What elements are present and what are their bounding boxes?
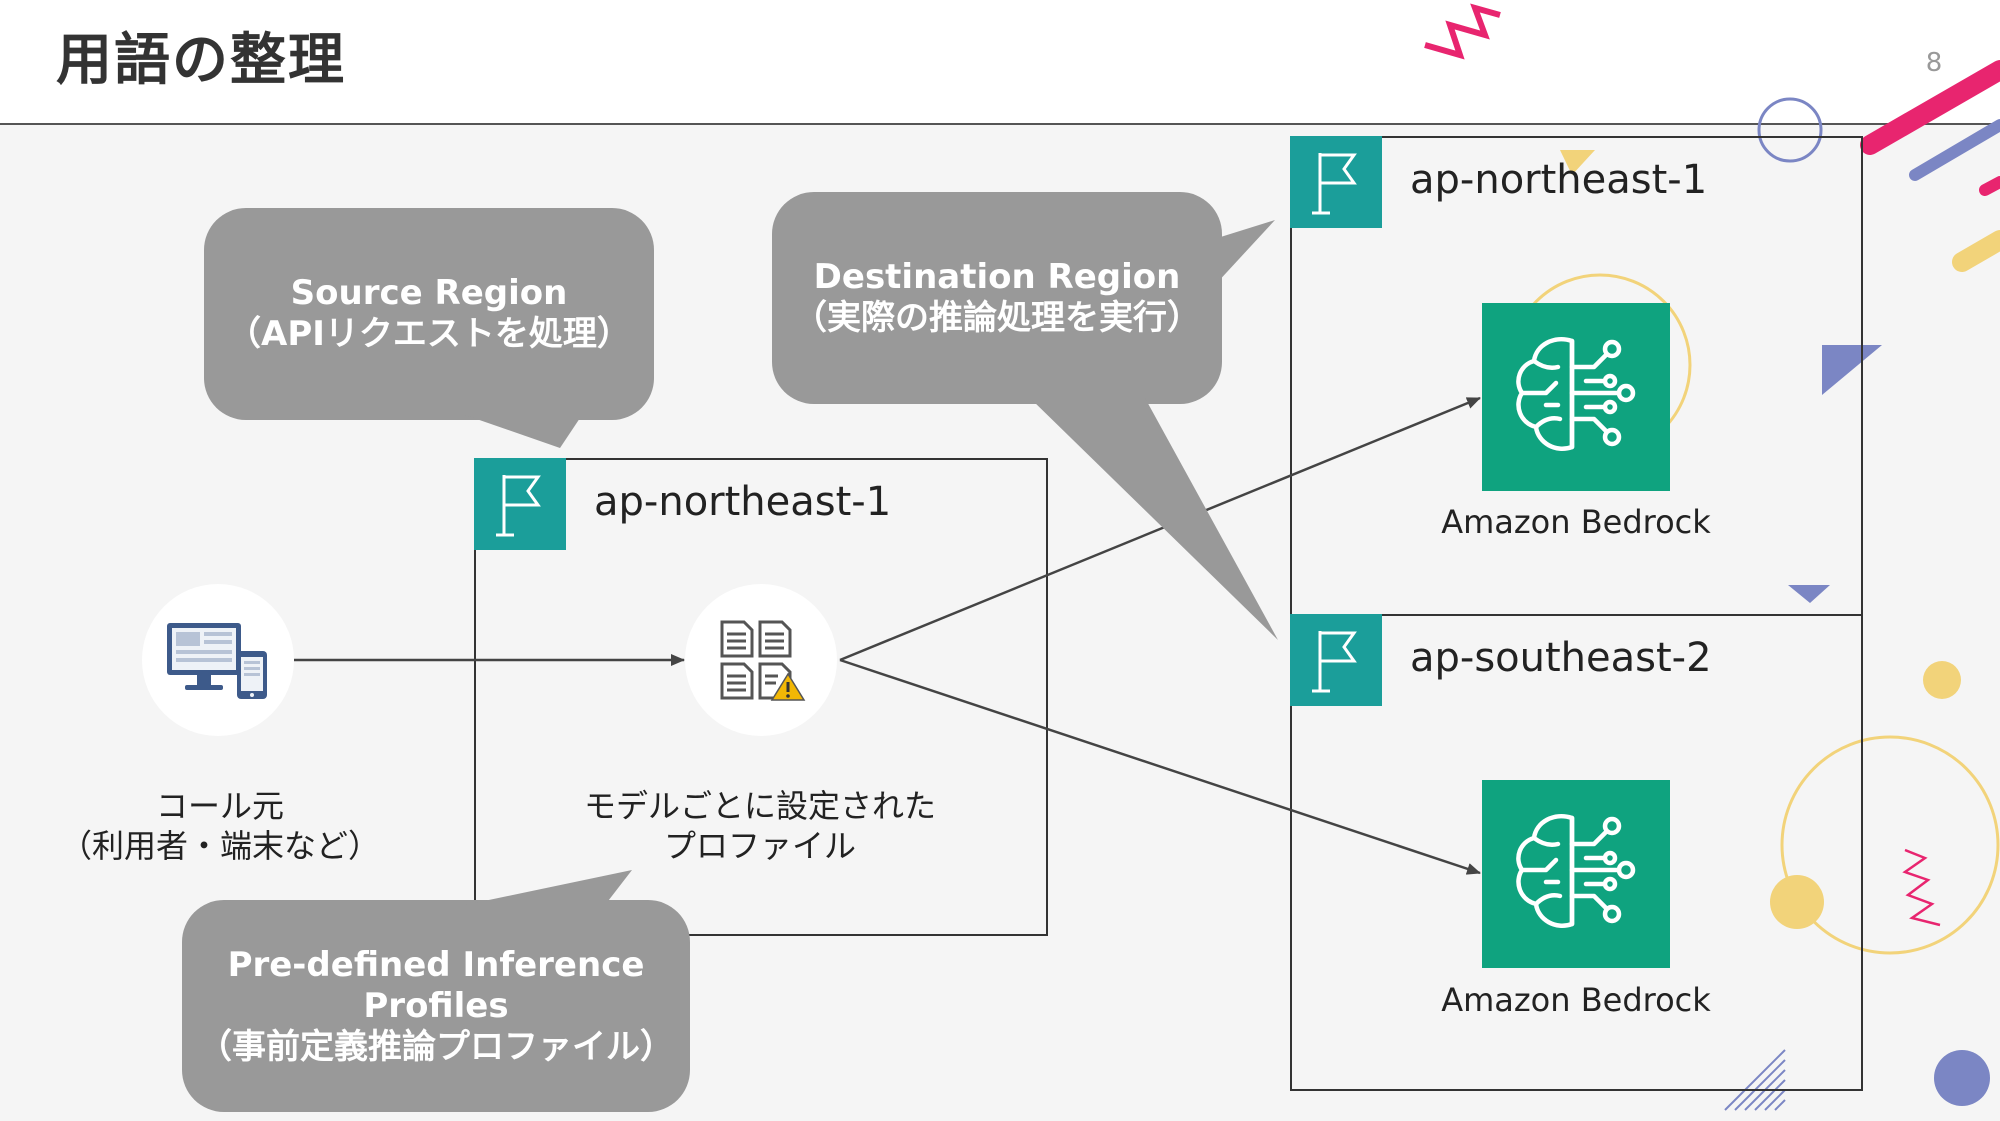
bedrock-tile-1 (1482, 303, 1670, 491)
destination-region-label-2: ap-southeast-2 (1410, 635, 1712, 681)
callout-inference-profiles-line1: Pre-defined Inference (227, 944, 645, 985)
zigzag-pink-top (1424, 3, 1501, 60)
caller-caption-line1: コール元 (155, 787, 284, 825)
bedrock-tile-2 (1482, 780, 1670, 968)
callout-destination-region-shape (772, 192, 1278, 640)
source-region-flag (474, 458, 566, 550)
caller-caption: コール元 （利用者・端末など） (50, 786, 390, 866)
flag-icon (496, 475, 541, 537)
profile-node (685, 584, 837, 736)
bedrock-label-2: Amazon Bedrock (1441, 981, 1711, 1019)
callout-inference-profiles: Pre-defined Inference Profiles （事前定義推論プロ… (182, 900, 690, 1112)
source-region-box (474, 458, 1048, 936)
arrow-profile-to-bedrock-2 (839, 658, 1481, 875)
page-number: 8 (1925, 48, 1943, 78)
documents-warning-icon (720, 620, 806, 701)
callout-inference-profiles-line3: （事前定義推論プロファイル） (198, 1026, 674, 1067)
desktop-mobile-icon (167, 623, 267, 699)
profile-caption: モデルごとに設定された プロファイル (560, 786, 960, 866)
zigzag-pink-bottom (1902, 848, 1941, 927)
profile-caption-line1: モデルごとに設定された (583, 787, 936, 825)
ring-yellow-large (1780, 735, 2000, 955)
callout-source-region-line1: Source Region (290, 273, 568, 313)
destination-region-box-2 (1290, 614, 1863, 1091)
stroke-blue (1909, 119, 2000, 181)
stroke-pink-small (1979, 176, 2000, 196)
callout-source-region-line2: （APIリクエストを処理） (227, 314, 631, 354)
stroke-pink (1860, 60, 2000, 155)
header-divider (0, 123, 2000, 125)
stroke-yellow (1952, 230, 2000, 272)
destination-region-flag-2 (1290, 614, 1382, 706)
dot-blue (1934, 1050, 1990, 1106)
flag-icon (1312, 153, 1357, 215)
callout-destination-region-line2: （実際の推論処理を実行） (793, 298, 1201, 338)
slide-title: 用語の整理 (56, 28, 346, 93)
profile-caption-line2: プロファイル (663, 827, 856, 865)
caller-node (142, 584, 294, 736)
triangle-yellow-small (1560, 150, 1595, 175)
destination-region-flag-1 (1290, 136, 1382, 228)
brain-circuit-icon (1516, 337, 1636, 451)
callout-source-region: Source Region （APIリクエストを処理） (204, 208, 654, 420)
caller-caption-line2: （利用者・端末など） (59, 827, 380, 865)
dot-yellow-large (1770, 875, 1824, 929)
callout-destination-region-line1: Destination Region (813, 257, 1181, 297)
bedrock-label-1: Amazon Bedrock (1441, 503, 1711, 541)
triangle-blue-small (1788, 585, 1830, 603)
destination-region-label-1: ap-northeast-1 (1410, 157, 1708, 203)
callout-destination-region: Destination Region （実際の推論処理を実行） (772, 192, 1222, 404)
dot-yellow (1923, 661, 1961, 699)
callout-inference-profiles-shape (182, 870, 690, 1112)
brain-circuit-icon (1516, 814, 1636, 928)
callout-source-region-shape (204, 208, 654, 448)
arrow-profile-to-bedrock-1 (839, 396, 1481, 662)
flag-icon (1312, 631, 1357, 693)
header (0, 0, 2000, 123)
source-region-label: ap-northeast-1 (594, 479, 892, 525)
triangle-blue-large (1822, 345, 1882, 395)
ring-blue-top (1757, 97, 1823, 163)
callout-inference-profiles-line2: Profiles (363, 985, 509, 1026)
